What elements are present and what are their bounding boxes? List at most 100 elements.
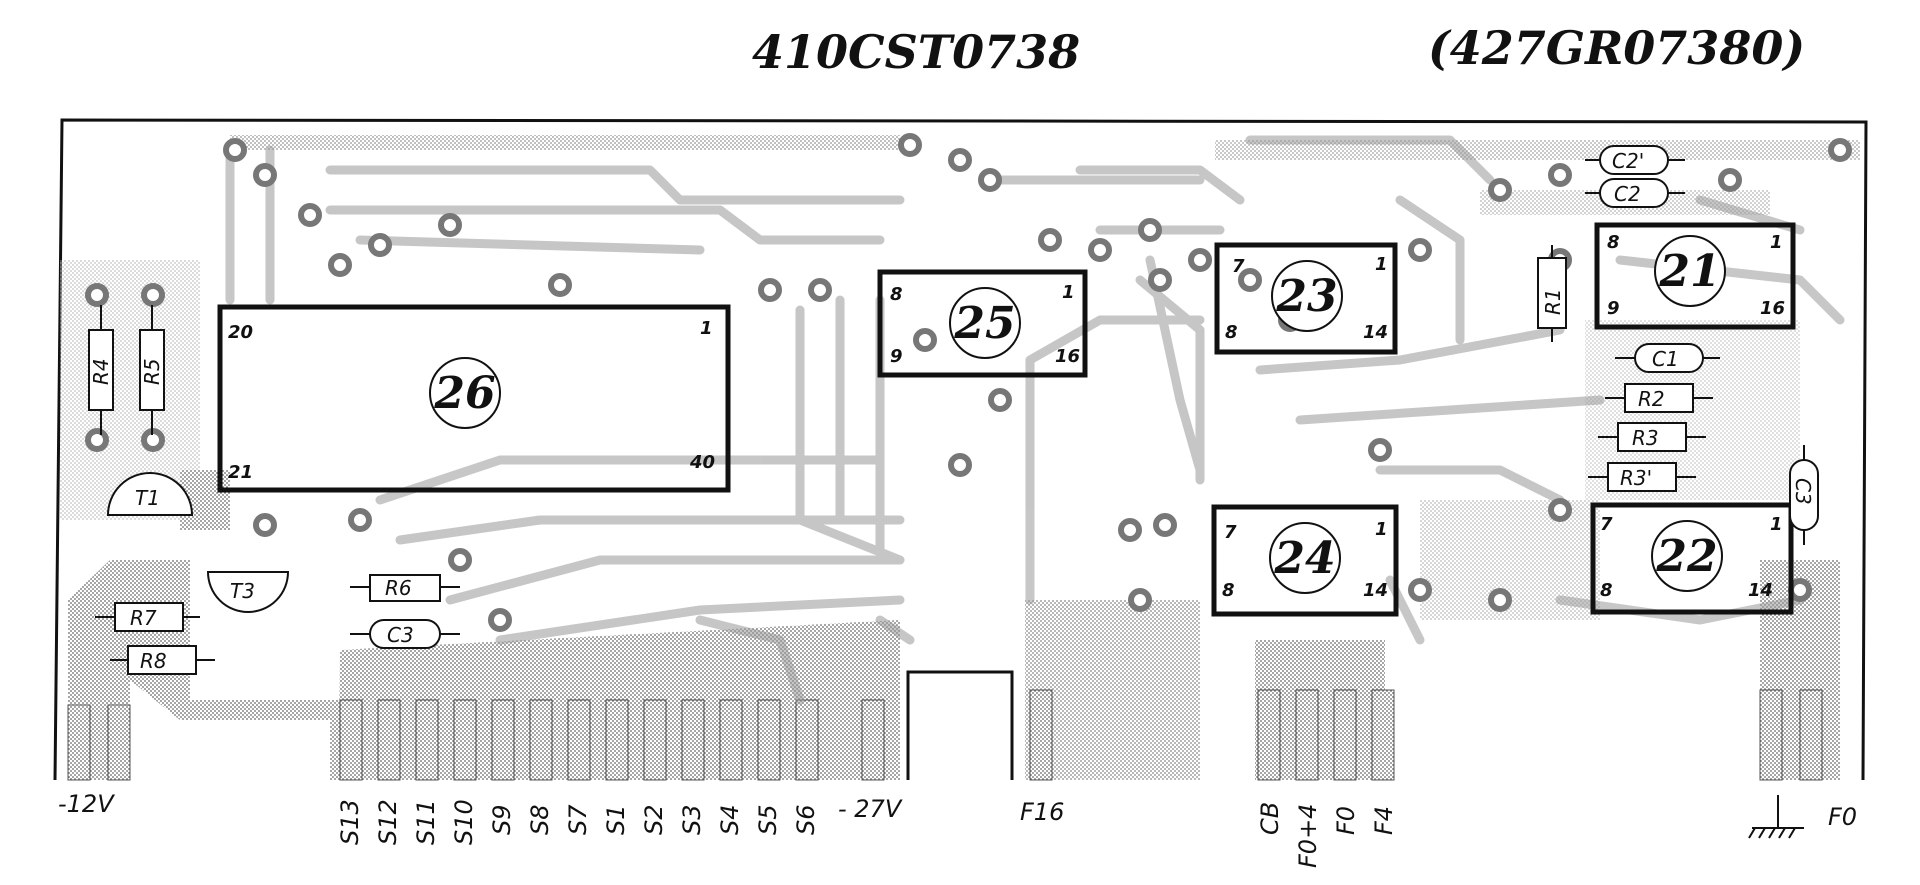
chip-23-number: 23: [1275, 271, 1337, 322]
label-c1: C1: [1652, 347, 1679, 371]
edge-label-f16: F16: [1020, 798, 1064, 826]
label-r1: R1: [1541, 288, 1565, 315]
edge-label-f0p4: F0+4: [1294, 804, 1322, 868]
label-c2p: C2': [1612, 149, 1644, 173]
resistor-r7: [114, 602, 184, 632]
label-c3-right: C3: [1791, 478, 1815, 505]
edge-label-s13: S13: [336, 799, 364, 845]
chip-24-pin-7: 7: [1224, 522, 1237, 543]
chip-22-pin-8: 8: [1600, 580, 1613, 601]
chip-26-pin-40: 40: [689, 452, 715, 473]
edge-label-s3: S3: [678, 804, 706, 835]
chip-25: 25 8 1 9 16: [877, 269, 1088, 378]
transistor-t3: [206, 571, 290, 613]
board-outline: [53, 118, 1868, 781]
edge-label-cb: CB: [1256, 802, 1284, 835]
label-t1: T1: [135, 486, 160, 510]
resistor-r5: [139, 329, 165, 411]
board-code: 410CST0738: [752, 25, 1080, 79]
edge-label-s1: S1: [602, 804, 630, 835]
chip-22-pin-14: 14: [1748, 580, 1773, 601]
chip-25-number: 25: [953, 298, 1015, 349]
edge-labels: -12V S13 S12 S11 S10 S9 S8 S7 S1 S2 S3 S…: [58, 790, 1857, 868]
capacitor-c1: [1634, 343, 1704, 373]
chip-21-number: 21: [1658, 246, 1720, 297]
edge-label-s5: S5: [754, 804, 782, 835]
chip-26-pin-20: 20: [228, 322, 253, 343]
label-r2: R2: [1638, 387, 1665, 411]
edge-label-f0-right: F0: [1828, 803, 1857, 831]
chip-24-pin-14: 14: [1363, 580, 1388, 601]
resistor-r2: [1624, 383, 1694, 413]
resistor-r3p: [1607, 462, 1677, 492]
chip-25-pin-8: 8: [890, 284, 903, 305]
ground-icon: [1748, 795, 1804, 839]
edge-label-s8: S8: [526, 804, 554, 835]
chip-23-pin-14: 14: [1363, 322, 1388, 343]
edge-label-s2: S2: [640, 804, 668, 835]
label-t3: T3: [230, 579, 255, 603]
traces: [225, 135, 1845, 705]
chip-21-pin-16: 16: [1760, 298, 1785, 319]
label-c2: C2: [1614, 182, 1641, 206]
chip-26-number: 26: [433, 368, 495, 419]
label-r5: R5: [140, 358, 164, 385]
chip-26-pin-21: 21: [228, 462, 253, 483]
label-r8: R8: [140, 649, 167, 673]
chip-22-number: 22: [1655, 531, 1717, 582]
board-code-alt: (427GR07380): [1428, 21, 1805, 75]
resistor-r3: [1617, 422, 1687, 452]
chip-23-pin-7: 7: [1232, 256, 1245, 277]
chip-23-pin-8: 8: [1225, 322, 1238, 343]
chip-24-pin-8: 8: [1222, 580, 1235, 601]
chip-22: 22 7 1 8 14: [1590, 502, 1794, 615]
edge-label-m12v: -12V: [58, 790, 115, 818]
label-r6: R6: [385, 576, 412, 600]
chip-24: 24 7 1 8 14: [1211, 504, 1399, 617]
chip-25-pin-9: 9: [890, 346, 903, 367]
label-r7: R7: [130, 606, 157, 630]
chip-23-pin-1: 1: [1375, 254, 1388, 275]
component-labels: R4 R5 T1 T3 R6 C3 R7 R8 R1 C2' C2 C1 R2 …: [89, 149, 1815, 673]
edge-label-f0: F0: [1332, 806, 1360, 835]
capacitor-c3-left: [369, 619, 441, 649]
chip-22-pin-7: 7: [1600, 514, 1613, 535]
capacitor-c3-right: [1789, 459, 1819, 531]
chip-25-pin-16: 16: [1055, 346, 1080, 367]
resistor-r1: [1537, 257, 1567, 329]
chip-25-pin-1: 1: [1062, 282, 1075, 303]
capacitor-c2: [1599, 178, 1669, 208]
chip-24-number: 24: [1273, 533, 1335, 584]
chip-21-pin-9: 9: [1607, 298, 1620, 319]
pads: [85, 133, 1852, 632]
chip-22-pin-1: 1: [1770, 514, 1783, 535]
edge-label-s4: S4: [716, 804, 744, 835]
edge-fingers: [67, 689, 1823, 781]
edge-label-s10: S10: [450, 799, 478, 845]
chip-21-pin-1: 1: [1770, 232, 1783, 253]
chip-21: 21 8 1 9 16: [1594, 222, 1796, 330]
resistor-r4: [88, 329, 114, 411]
edge-label-s7: S7: [564, 804, 592, 835]
chip-26-pin-1: 1: [700, 318, 713, 339]
edge-label-s6: S6: [792, 804, 820, 835]
label-r4: R4: [89, 358, 113, 385]
chip-21-pin-8: 8: [1607, 232, 1620, 253]
edge-label-s11: S11: [412, 799, 440, 845]
resistor-r8: [127, 645, 197, 675]
capacitor-c2p: [1599, 145, 1669, 175]
center-notch: [906, 670, 1014, 780]
chip-23: 23 7 1 8 14: [1214, 242, 1398, 355]
edge-label-s12: S12: [374, 799, 402, 845]
transistor-t1: [106, 472, 194, 516]
label-c3-left: C3: [387, 623, 414, 647]
components: [88, 145, 1819, 675]
edge-label-m27v: - 27V: [838, 795, 903, 823]
edge-label-f4: F4: [1370, 806, 1398, 835]
chip-26: 26 20 1 21 40: [217, 304, 731, 493]
chip-24-pin-1: 1: [1375, 519, 1388, 540]
label-r3p: R3': [1620, 466, 1652, 490]
edge-label-s9: S9: [488, 804, 516, 835]
resistor-r6: [369, 574, 441, 602]
